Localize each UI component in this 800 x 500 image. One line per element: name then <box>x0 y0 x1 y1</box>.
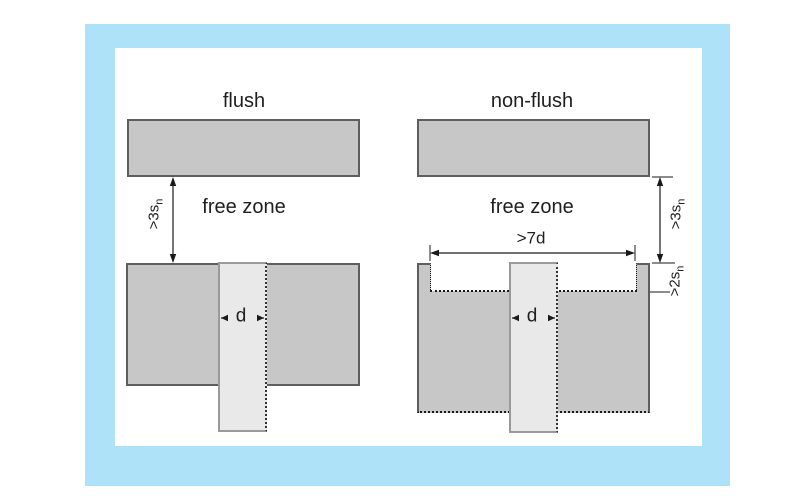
target-plate <box>127 119 360 177</box>
clearance-label-left: >3sn <box>145 198 166 230</box>
free-zone-label-left: free zone <box>202 196 286 218</box>
clearance-label-right-sub: n <box>675 198 688 205</box>
diameter-label-left: d <box>235 305 247 327</box>
recess-depth-label-text: >2s <box>666 271 684 297</box>
non-flush-title: non-flush <box>490 90 574 112</box>
target-plate <box>417 119 650 177</box>
clearance-label-right: >3sn <box>667 198 688 230</box>
sensor-body <box>509 262 558 433</box>
recess-wall-left <box>417 263 431 292</box>
recess-depth-label-sub: n <box>674 265 687 272</box>
recess-wall-right <box>636 263 650 292</box>
free-zone-label-right: free zone <box>490 196 574 218</box>
flush-title: flush <box>222 90 266 112</box>
recess-width-label: >7d <box>516 228 546 248</box>
clearance-label-left-text: >3s <box>145 204 163 230</box>
recess-depth-label: >2sn <box>666 265 687 297</box>
clearance-label-right-text: >3s <box>667 204 685 230</box>
sensor-body <box>218 262 267 432</box>
clearance-label-left-sub: n <box>153 198 166 205</box>
diameter-label-right: d <box>526 305 538 327</box>
